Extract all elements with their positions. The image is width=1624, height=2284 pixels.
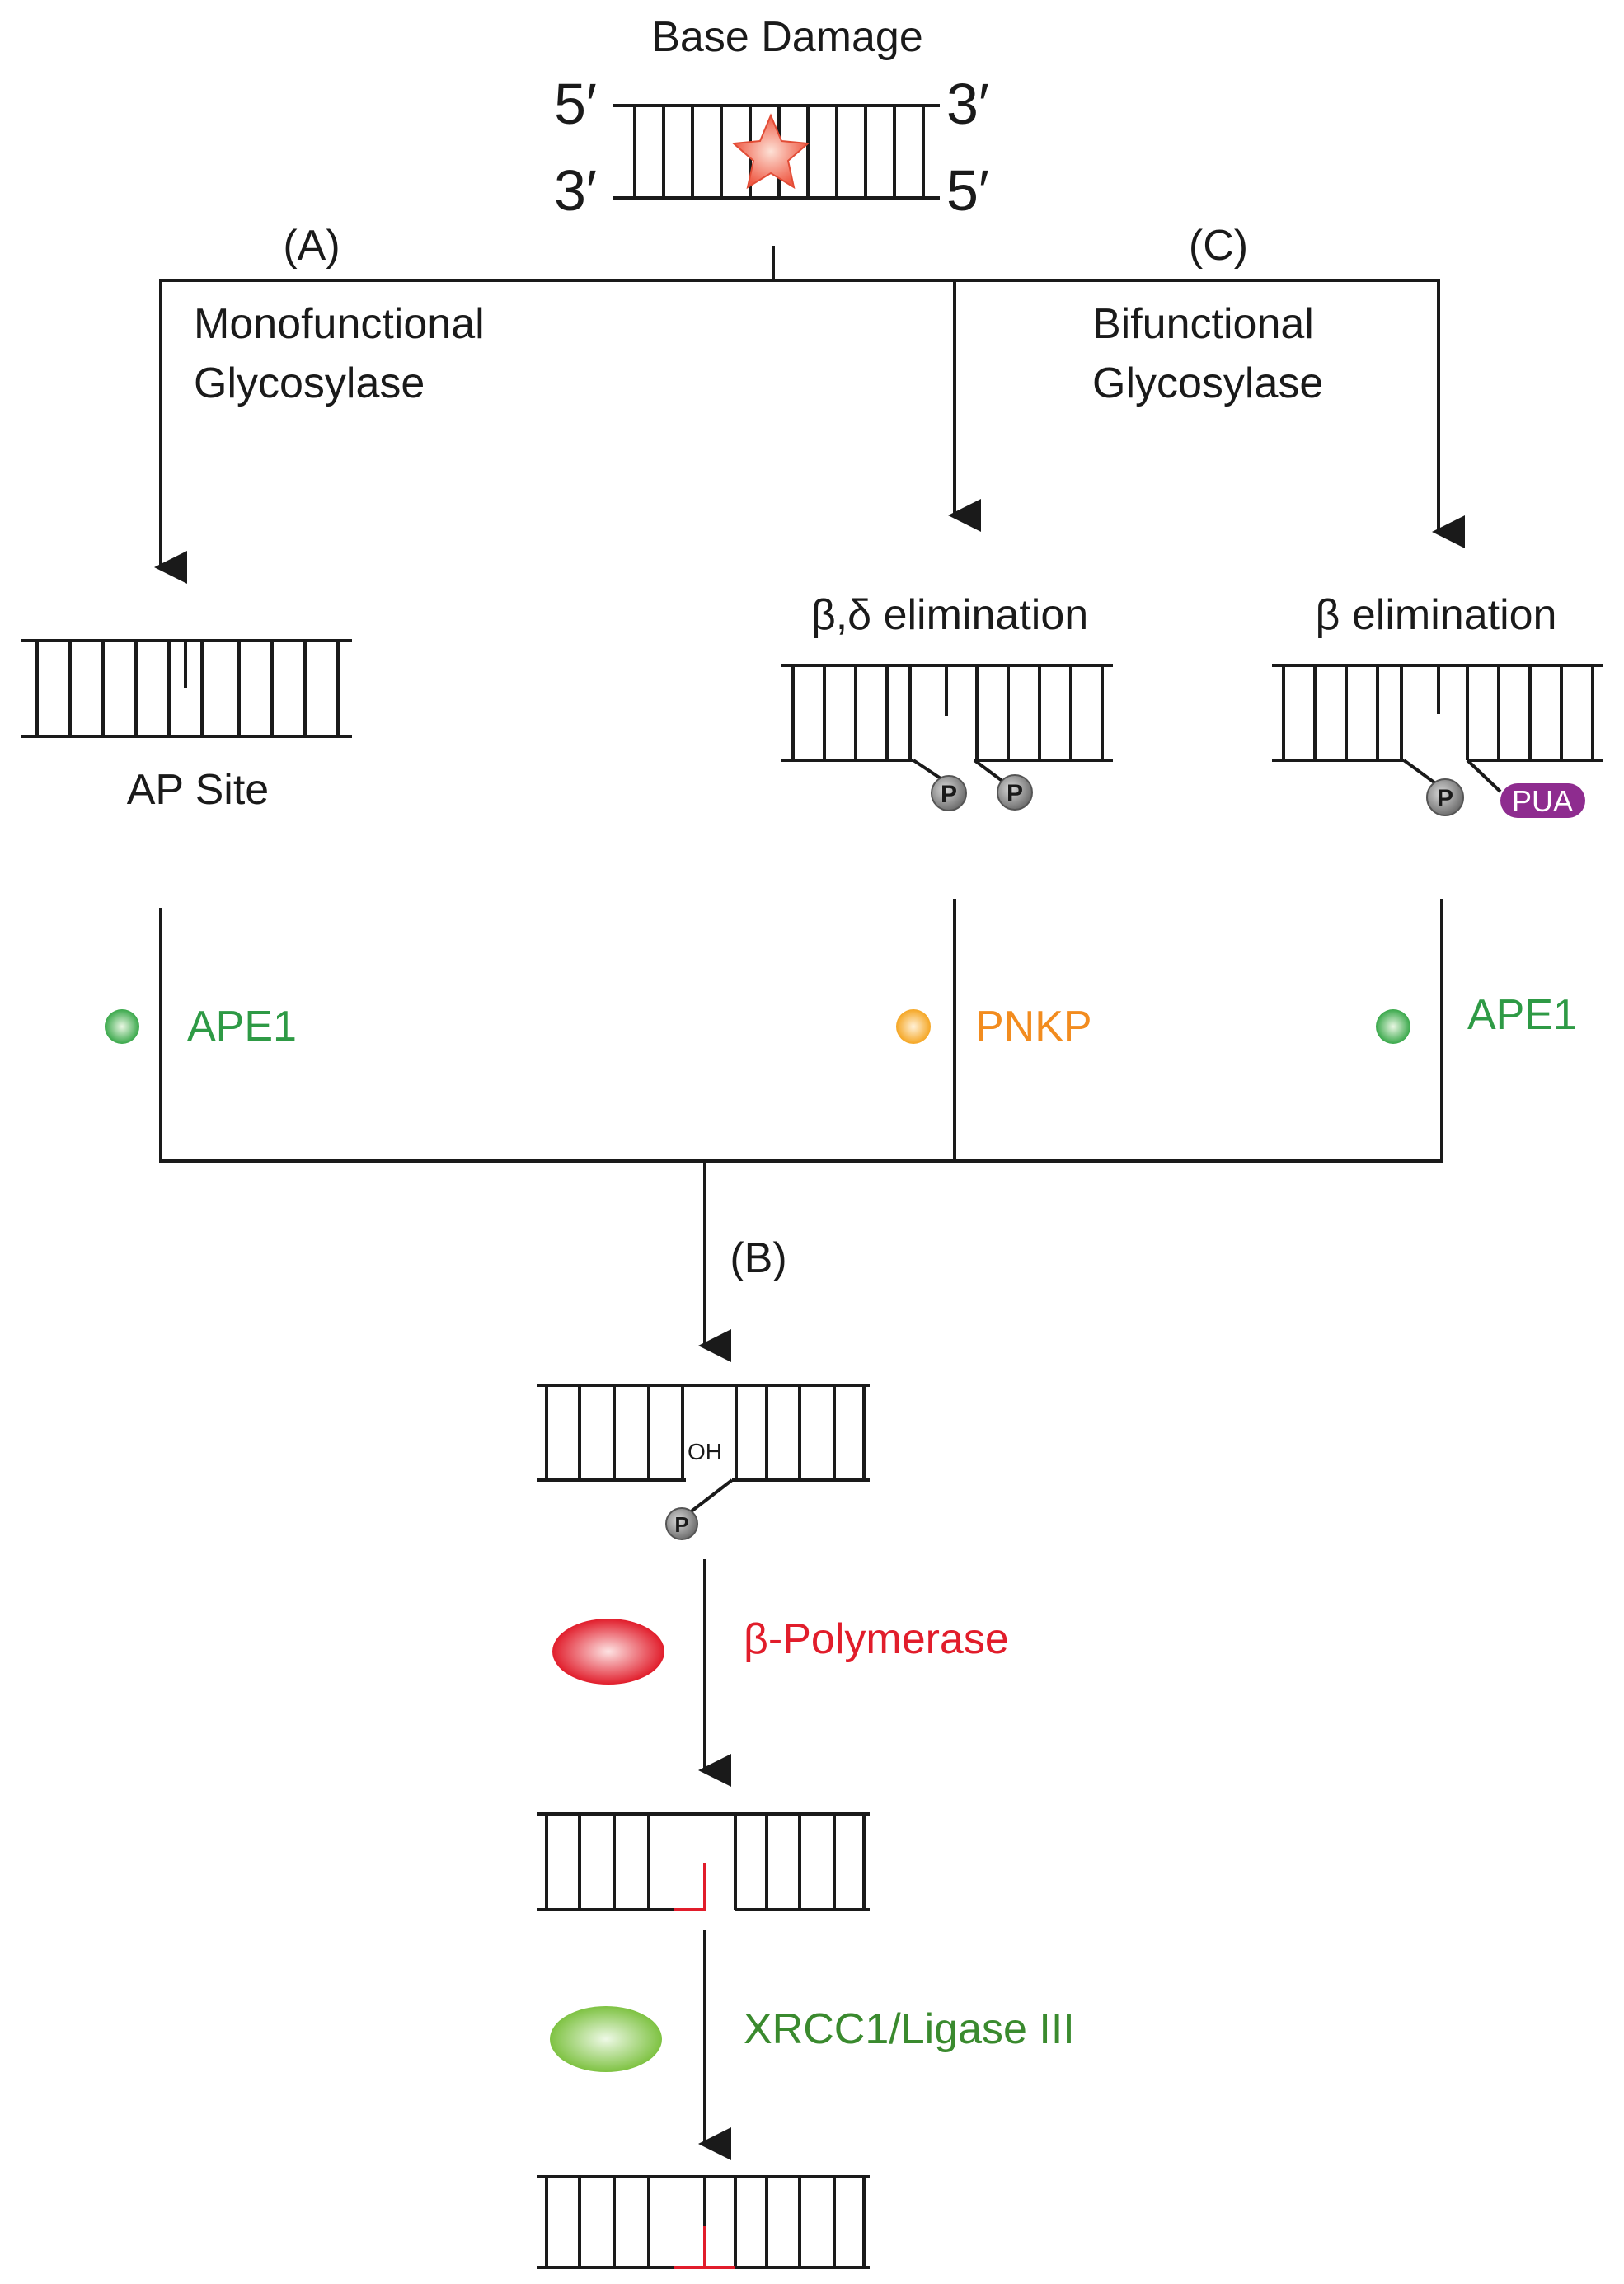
polymerase-ellipse-icon — [552, 1619, 664, 1685]
mono-glycosylase-line1: Monofunctional — [194, 300, 485, 348]
hydroxyl-label: OH — [688, 1439, 722, 1464]
nicked-dna — [537, 1812, 870, 1911]
ape1-left-label: APE1 — [187, 1003, 297, 1050]
ape1-sphere-icon — [105, 1009, 139, 1044]
polymerase-label: β-Polymerase — [744, 1615, 1009, 1663]
strand-label-bottom-right: 5′ — [946, 158, 989, 223]
ligase-label: XRCC1/Ligase III — [744, 2005, 1075, 2053]
ape1-sphere-icon — [1376, 1009, 1410, 1044]
ligase-ellipse-icon — [550, 2006, 662, 2072]
ape1-right-label: APE1 — [1467, 991, 1577, 1039]
pua-label: PUA — [1512, 784, 1573, 818]
repaired-dna — [537, 2175, 870, 2269]
path-a-tag: (A) — [283, 222, 340, 270]
mono-glycosylase-line2: Glycosylase — [194, 360, 425, 407]
beta-dna — [1272, 664, 1603, 793]
damage-star-icon — [731, 113, 810, 190]
svg-text:P: P — [1437, 785, 1453, 812]
beta-elimination-label: β elimination — [1316, 591, 1557, 639]
pua-icon: PUA — [1500, 783, 1585, 818]
phosphate-icon: P — [997, 774, 1033, 811]
bi-glycosylase-line2: Glycosylase — [1092, 360, 1323, 407]
diagram-title: Base Damage — [651, 13, 923, 61]
strand-label-bottom-left: 3′ — [554, 158, 597, 223]
bi-glycosylase-line1: Bifunctional — [1092, 300, 1314, 348]
beta-delta-dna — [781, 664, 1113, 785]
phosphate-icon: P — [931, 775, 967, 811]
path-b-tag: (B) — [730, 1234, 786, 1282]
pnkp-sphere-icon — [896, 1009, 931, 1044]
phosphate-icon: P — [1426, 778, 1464, 816]
path-c-tag: (C) — [1189, 222, 1248, 270]
pnkp-label: PNKP — [975, 1003, 1092, 1050]
merge-connectors — [159, 899, 1443, 1163]
ap-site-label: AP Site — [127, 766, 269, 814]
strand-label-top-left: 5′ — [554, 72, 597, 136]
ap-site-dna — [21, 639, 352, 738]
strand-label-top-right: 3′ — [946, 72, 989, 136]
svg-text:P: P — [1007, 780, 1023, 807]
svg-text:P: P — [674, 1512, 688, 1537]
damaged-dna-duplex — [613, 104, 940, 200]
branch-connectors — [159, 246, 1440, 282]
gapped-dna — [537, 1384, 870, 1517]
svg-text:P: P — [941, 781, 957, 808]
beta-delta-elimination-label: β,δ elimination — [811, 591, 1088, 639]
phosphate-icon: P — [665, 1507, 698, 1540]
